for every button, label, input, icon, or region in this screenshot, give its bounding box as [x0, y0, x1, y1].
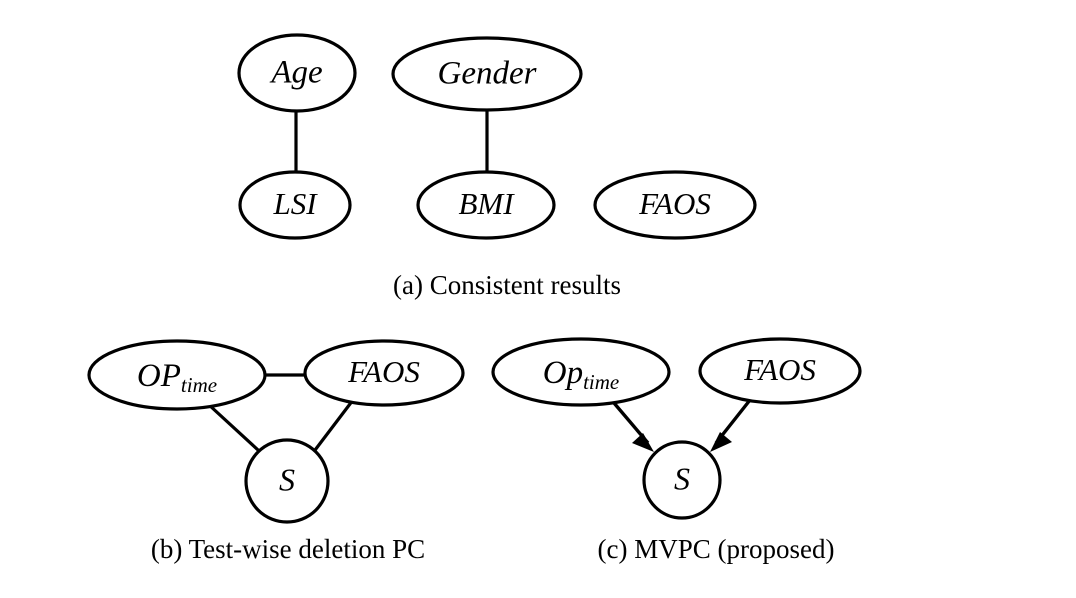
node-optime-c-label: Optime — [543, 355, 620, 394]
panel-c: Optime FAOS S (c) MVPC (proposed) — [491, 337, 862, 564]
node-lsi: LSI — [238, 170, 352, 240]
node-age-ellipse — [237, 33, 357, 113]
node-lsi-ellipse — [238, 170, 352, 240]
node-faos-b-label: FAOS — [347, 354, 420, 389]
node-age: Age — [237, 33, 357, 113]
node-lsi-label: LSI — [272, 186, 318, 221]
panel-b: OPtime FAOS S (b) Test-wise deletion PC — [87, 339, 465, 564]
node-s-c-circle — [642, 440, 722, 520]
node-optime-b-subscript: time — [181, 373, 217, 397]
node-bmi-label: BMI — [458, 186, 515, 221]
edge-optime-s-c — [612, 401, 654, 452]
node-gender-ellipse — [391, 36, 583, 112]
node-gender-label: Gender — [438, 56, 537, 92]
edge-optime-s-c-arrowhead — [632, 433, 654, 452]
caption-panel-b: (b) Test-wise deletion PC — [151, 534, 425, 564]
node-faos-a: FAOS — [593, 170, 757, 240]
edge-faos-s-c — [710, 398, 752, 452]
node-optime-c-base: Op — [543, 355, 583, 391]
node-faos-b-ellipse — [303, 339, 465, 407]
panel-a: Age Gender LSI BMI FAOS (a) Co — [237, 33, 757, 300]
node-gender: Gender — [391, 36, 583, 112]
node-faos-c-label: FAOS — [743, 352, 816, 387]
edge-faos-s-c-arrowhead — [710, 432, 732, 452]
node-faos-c: FAOS — [698, 337, 862, 405]
node-faos-c-ellipse — [698, 337, 862, 405]
node-faos-a-label: FAOS — [638, 186, 711, 221]
node-age-label: Age — [269, 55, 322, 91]
node-s-c: S — [642, 440, 722, 520]
node-faos-a-ellipse — [593, 170, 757, 240]
caption-panel-c: (c) MVPC (proposed) — [598, 534, 835, 564]
node-s-b-circle — [244, 438, 330, 524]
node-bmi: BMI — [416, 170, 556, 240]
node-optime-b-label: OPtime — [137, 358, 217, 397]
node-optime-c-ellipse — [491, 337, 671, 407]
caption-panel-a: (a) Consistent results — [393, 270, 621, 300]
node-s-b-label: S — [279, 461, 295, 497]
edge-faos-s-b — [307, 399, 355, 459]
node-optime-b: OPtime — [87, 339, 267, 411]
node-s-b: S — [244, 438, 330, 524]
node-optime-b-base: OP — [137, 358, 181, 394]
node-bmi-ellipse — [416, 170, 556, 240]
node-optime-b-ellipse — [87, 339, 267, 411]
node-faos-b: FAOS — [303, 339, 465, 407]
node-optime-c: Optime — [491, 337, 671, 407]
node-optime-c-subscript: time — [583, 370, 619, 394]
node-s-c-label: S — [674, 460, 690, 496]
